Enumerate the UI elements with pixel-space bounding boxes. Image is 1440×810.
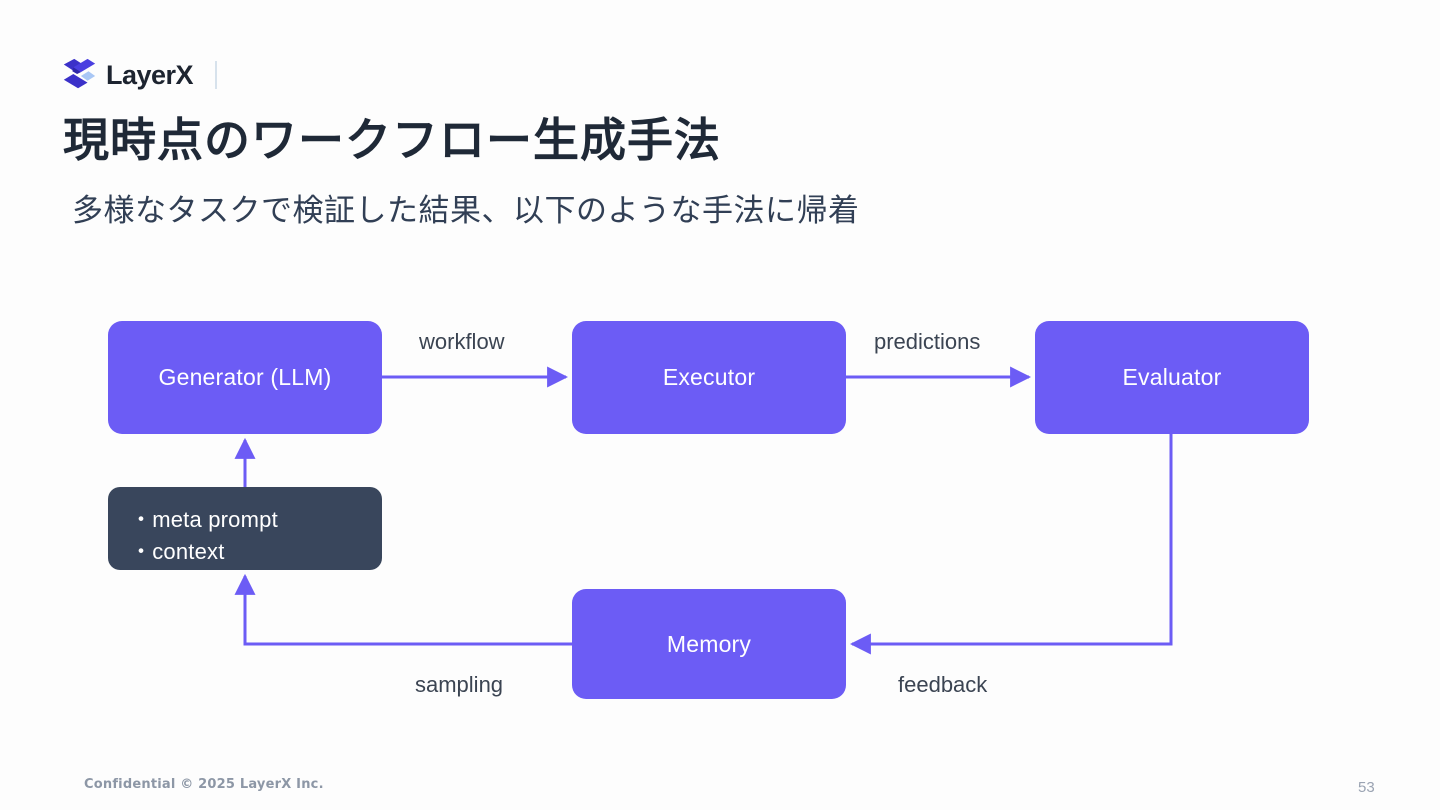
node-executor[interactable]: Executor [572, 321, 846, 434]
page-title: 現時点のワークフロー生成手法 [63, 114, 721, 166]
page-number: 53 [1358, 779, 1375, 796]
vertical-divider-icon [215, 61, 218, 89]
node-memo-bullets: ・meta prompt ・context [130, 505, 278, 566]
node-evaluator-label: Evaluator [1122, 364, 1222, 390]
node-meta-prompt-context[interactable]: ・meta prompt ・context [108, 487, 382, 570]
edge-label-sampling: sampling [415, 672, 504, 697]
node-memory-label: Memory [666, 630, 752, 657]
node-generator-label: Generator (LLM) [158, 364, 332, 390]
brand-name: LayerX [106, 59, 194, 90]
node-memo-bullet-1: ・meta prompt [130, 507, 278, 532]
edge-label-feedback: feedback [898, 672, 988, 697]
edge-label-workflow: workflow [419, 329, 505, 354]
confidential-notice: Confidential © 2025 LayerX Inc. [84, 777, 324, 792]
node-memo-bullet-2: ・context [130, 538, 225, 564]
node-generator[interactable]: Generator (LLM) [108, 321, 382, 434]
layerx-logo-icon [63, 58, 96, 89]
edge-evaluator-memory [849, 434, 1173, 655]
node-memory[interactable]: Memory [572, 589, 846, 699]
edge-label-predictions: predictions [874, 329, 981, 354]
node-evaluator[interactable]: Evaluator [1035, 321, 1309, 434]
page-subtitle: 多様なタスクで検証した結果、以下のような手法に帰着 [72, 193, 860, 228]
edge-memory-memo [234, 573, 572, 646]
brand-lockup: LayerX [60, 55, 218, 95]
node-executor-label: Executor [662, 364, 756, 390]
